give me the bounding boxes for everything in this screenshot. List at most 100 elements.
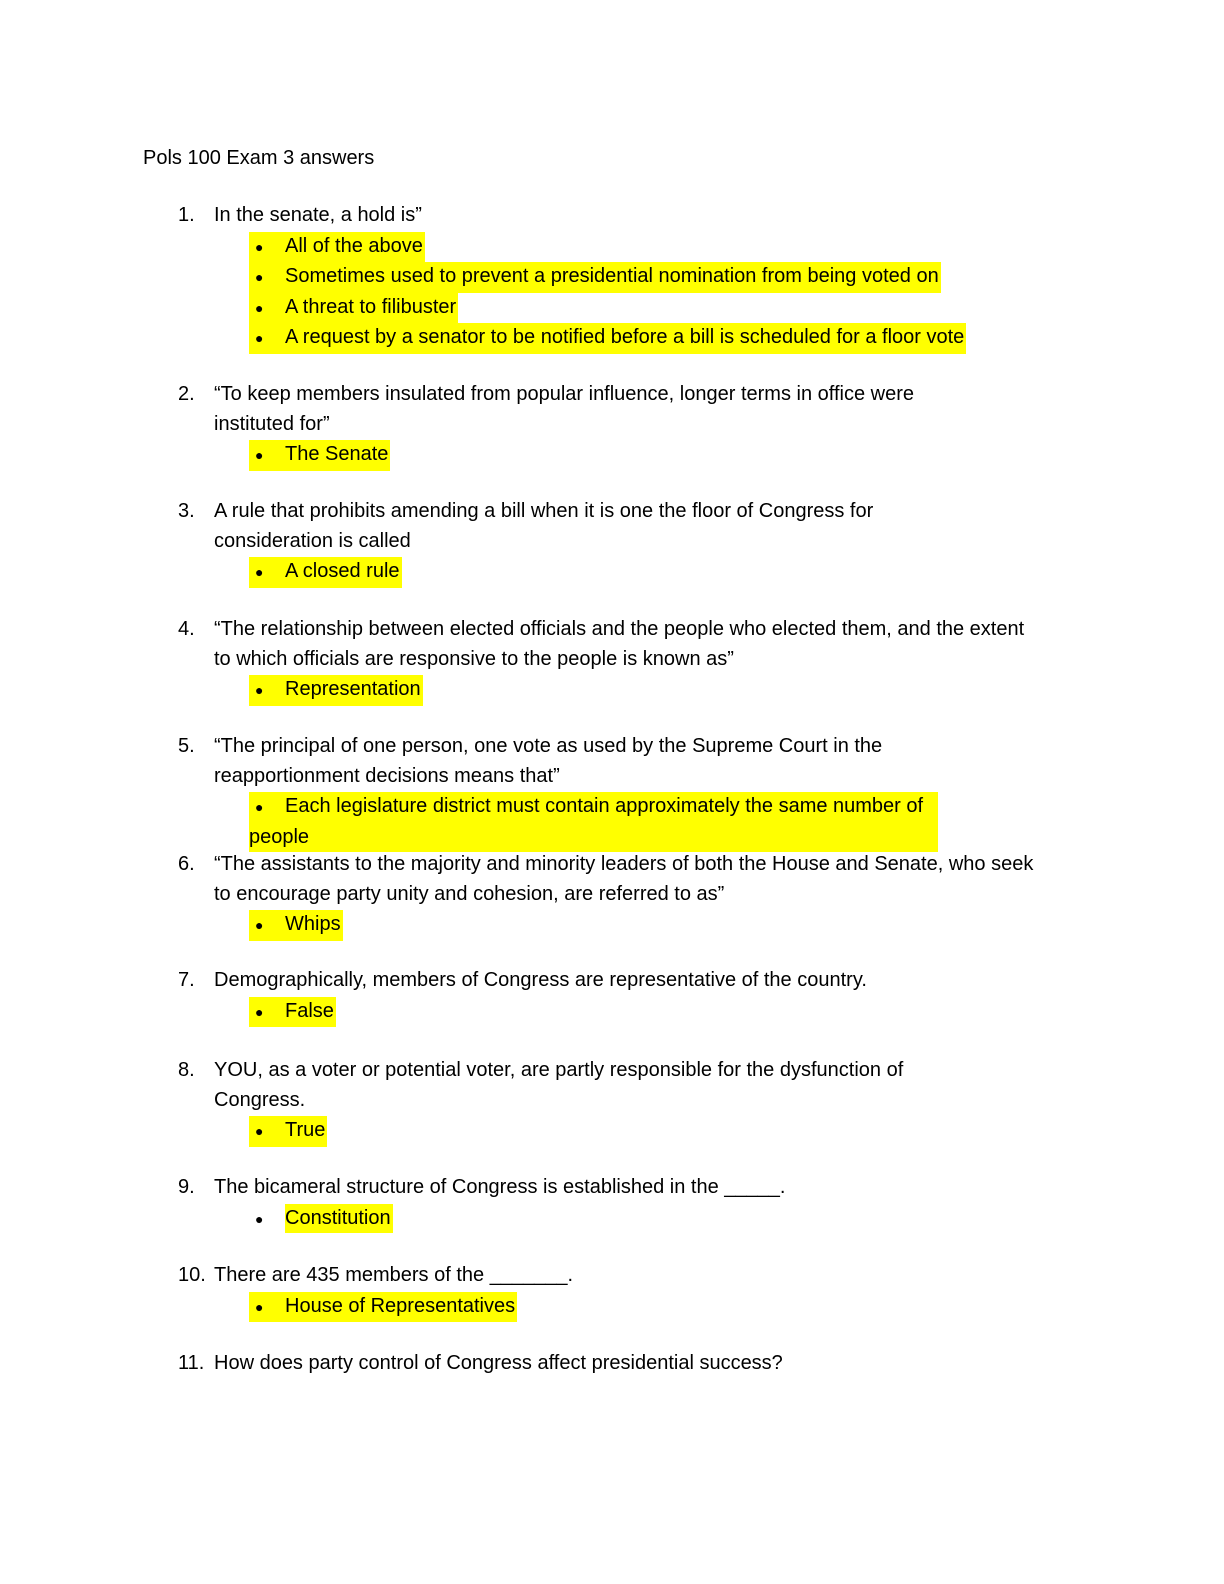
highlight: ● A request by a senator to be notified b… [249,323,967,354]
answer-item: ●Each legislature district must contain … [249,792,938,852]
bullet-icon: ● [255,447,264,463]
highlight: ● True [249,1116,328,1147]
answer-list: ● False [249,996,1078,1027]
highlight: ● Whips [249,910,343,941]
bullet-icon: ● [255,238,264,255]
question-number: 5. [178,735,195,757]
question-6: 6. “The assistants to the majority and mi… [178,850,1048,941]
question-10: 10. There are 435 members of the _______.… [178,1261,1078,1322]
answer-text: False [285,999,334,1022]
bullet-icon: ● [255,330,264,346]
answer-text: True [285,1119,326,1141]
question-number: 4. [178,618,195,640]
highlight: ●Each legislature district must contain … [249,792,938,852]
highlight: ● Sometimes used to prevent a presidentia… [249,262,941,293]
answer-item: ● Sometimes used to prevent a presidentia… [249,262,1078,293]
highlight: ● A closed rule [249,557,402,588]
bullet-icon: ● [255,799,264,815]
highlight: ● A threat to filibuster [249,292,459,323]
answer-list: ●Constitution [249,1203,1078,1235]
answer-item: ● The Senate [249,440,978,471]
answer-text: Each legislature district must contain a… [249,795,924,848]
question-number: 11. [178,1352,205,1374]
question-text: “The relationship between elected offici… [214,618,1025,670]
question-line: 5. “The principal of one person, one vote… [178,732,938,791]
bullet-icon: ● [255,682,264,698]
answer-text: All of the above [285,234,423,257]
bullet-icon: ● [255,299,264,316]
answer-list: ● House of Representatives [249,1291,1078,1322]
question-text: The bicameral structure of Congress is e… [214,1176,786,1198]
question-5: 5. “The principal of one person, one vote… [178,732,938,852]
answer-list: ● Representation [249,675,1038,706]
answer-text: A request by a senator to be notified be… [285,326,965,348]
answer-list: ● True [249,1116,968,1147]
answer-item: ● False [249,996,1078,1027]
question-number: 2. [178,383,195,405]
question-8: 8.YOU, as a voter or potential voter, ar… [178,1056,968,1147]
answer-text: Constitution [285,1203,393,1233]
question-number: 1. [178,204,195,226]
answer-text: Sometimes used to prevent a presidential… [285,265,939,287]
answer-text: The Senate [285,443,389,465]
question-line: 7.Demographically, members of Congress a… [178,966,1078,996]
highlight: ● Representation [249,675,423,706]
question-9: 9. The bicameral structure of Congress is… [178,1173,1078,1234]
answer-list: ● The Senate [249,440,978,471]
answer-text: Whips [285,913,341,935]
question-number: 6. [178,853,195,875]
highlight: ● All of the above [249,231,425,262]
answer-item: ● A closed rule [249,557,938,588]
highlight: ● House of Representatives [249,1291,518,1322]
answer-list: ● All of the above ● Sometimes used to prev… [249,231,1078,354]
question-2: 2. “To keep members insulated from popula… [178,380,978,471]
bullet-icon: ● [255,564,264,580]
question-text: “To keep members insulated from popular … [214,383,914,435]
question-text: “The principal of one person, one vote a… [214,735,883,787]
answer-item: ● Whips [249,910,1048,941]
answer-item: ●Constitution [249,1203,1078,1235]
question-line: 6. “The assistants to the majority and mi… [178,850,1048,909]
question-7: 7.Demographically, members of Congress a… [178,966,1078,1027]
question-number: 8. [178,1059,195,1081]
bullet-icon: ● [255,1003,264,1020]
question-11: 11. How does party control of Congress af… [178,1349,1078,1379]
question-4: 4. “The relationship between elected offi… [178,615,1038,706]
question-text: There are 435 members of the _______. [214,1264,574,1286]
question-line: 8.YOU, as a voter or potential voter, ar… [178,1056,968,1115]
answer-text: A closed rule [285,560,400,582]
question-line: 11. How does party control of Congress af… [178,1349,1078,1379]
question-1: 1. In the senate, a hold is” ● All of the a… [178,201,1078,354]
answer-list: ● Whips [249,910,1048,941]
answer-text: House of Representatives [285,1294,516,1317]
question-text: How does party control of Congress affec… [214,1352,783,1374]
answer-item: ● All of the above [249,231,1078,262]
question-line: 3. A rule that prohibits amending a bill … [178,497,938,556]
question-number: 10. [178,1264,206,1286]
question-number: 7. [178,969,195,991]
question-line: 2. “To keep members insulated from popula… [178,380,978,439]
answer-list: ● A closed rule [249,557,938,588]
question-number: 9. [178,1176,195,1198]
question-text: “The assistants to the majority and mino… [214,853,1034,905]
answer-item: ● True [249,1116,968,1147]
question-number: 3. [178,500,195,522]
document-title: Pols 100 Exam 3 answers [143,147,375,169]
answer-text: Representation [285,678,421,700]
bullet-icon: ● [255,1298,264,1315]
bullet-icon: ● [255,1123,264,1139]
answer-text: A threat to filibuster [285,295,457,318]
question-text: In the senate, a hold is” [214,204,422,226]
question-3: 3. A rule that prohibits amending a bill … [178,497,938,588]
highlight: ● The Senate [249,440,391,471]
answer-item: ● House of Representatives [249,1291,1078,1322]
question-line: 4. “The relationship between elected offi… [178,615,1038,674]
question-line: 1. In the senate, a hold is” [178,201,1078,231]
question-line: 9. The bicameral structure of Congress is… [178,1173,1078,1203]
question-text: A rule that prohibits amending a bill wh… [214,500,874,552]
bullet-icon: ● [255,917,264,933]
answer-item: ● A threat to filibuster [249,292,1078,323]
highlight: ● False [249,996,336,1027]
bullet-icon: ● [255,269,264,285]
